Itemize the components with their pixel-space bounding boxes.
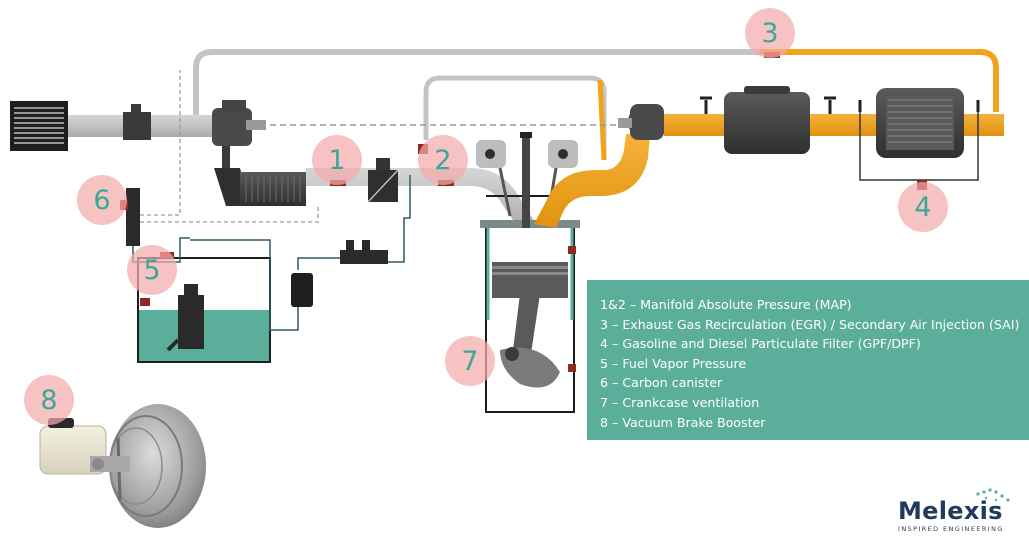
sensor-tank bbox=[140, 298, 150, 306]
egr-return-pipe bbox=[193, 49, 999, 161]
air-filter bbox=[10, 101, 68, 151]
legend-box: 1&2 – Manifold Absolute Pressure (MAP) 3… bbox=[587, 280, 1029, 440]
badge-1: 1 bbox=[312, 135, 362, 185]
intake-pipe bbox=[68, 115, 238, 137]
engine-block bbox=[480, 220, 580, 413]
logo-dots bbox=[976, 488, 1010, 502]
fuel-line bbox=[190, 175, 411, 331]
particulate-filter bbox=[858, 88, 980, 181]
badge-7: 7 bbox=[445, 336, 495, 386]
badge-5: 5 bbox=[127, 245, 177, 295]
intercooler bbox=[214, 146, 306, 206]
legend-item-fuel-vapor: 5 – Fuel Vapor Pressure bbox=[600, 355, 747, 371]
purge-line-2 bbox=[140, 206, 319, 223]
legend-item-gpf: 4 – Gasoline and Diesel Particulate Filt… bbox=[600, 336, 921, 352]
turbocharger-compressor bbox=[212, 100, 252, 146]
fuel-filter bbox=[291, 273, 313, 307]
intake-manifold-pipe bbox=[306, 168, 536, 230]
legend-item-crankcase: 7 – Crankcase ventilation bbox=[600, 394, 760, 410]
badge-6: 6 bbox=[77, 175, 127, 225]
fuel-rail bbox=[340, 240, 388, 264]
legend-item-brake: 8 – Vacuum Brake Booster bbox=[600, 414, 766, 430]
turbo-shaft bbox=[246, 120, 266, 130]
exhaust-manifold bbox=[534, 134, 650, 228]
legend-item-map: 1&2 – Manifold Absolute Pressure (MAP) bbox=[600, 297, 852, 312]
logo-name: Melexis bbox=[898, 497, 1003, 525]
cylinder-head bbox=[476, 132, 578, 228]
catalytic-converter bbox=[700, 86, 836, 154]
mass-airflow-sensor bbox=[123, 112, 151, 140]
sensor-crankcase bbox=[568, 364, 576, 372]
legend-item-canister: 6 – Carbon canister bbox=[600, 375, 723, 391]
brake-master-cylinder bbox=[39, 418, 130, 475]
logo-tagline: INSPIRED ENGINEERING bbox=[898, 525, 1004, 533]
badge-2: 2 bbox=[418, 135, 468, 185]
legend-item-egr: 3 – Exhaust Gas Recirculation (EGR) / Se… bbox=[600, 316, 1020, 332]
canister-purge-line bbox=[140, 70, 181, 216]
turbocharger-turbine bbox=[618, 104, 664, 140]
badge-3: 3 bbox=[745, 8, 795, 58]
badge-8: 8 bbox=[24, 375, 74, 425]
badge-4: 4 bbox=[898, 182, 948, 232]
melexis-logo: Melexis INSPIRED ENGINEERING bbox=[898, 498, 1018, 538]
